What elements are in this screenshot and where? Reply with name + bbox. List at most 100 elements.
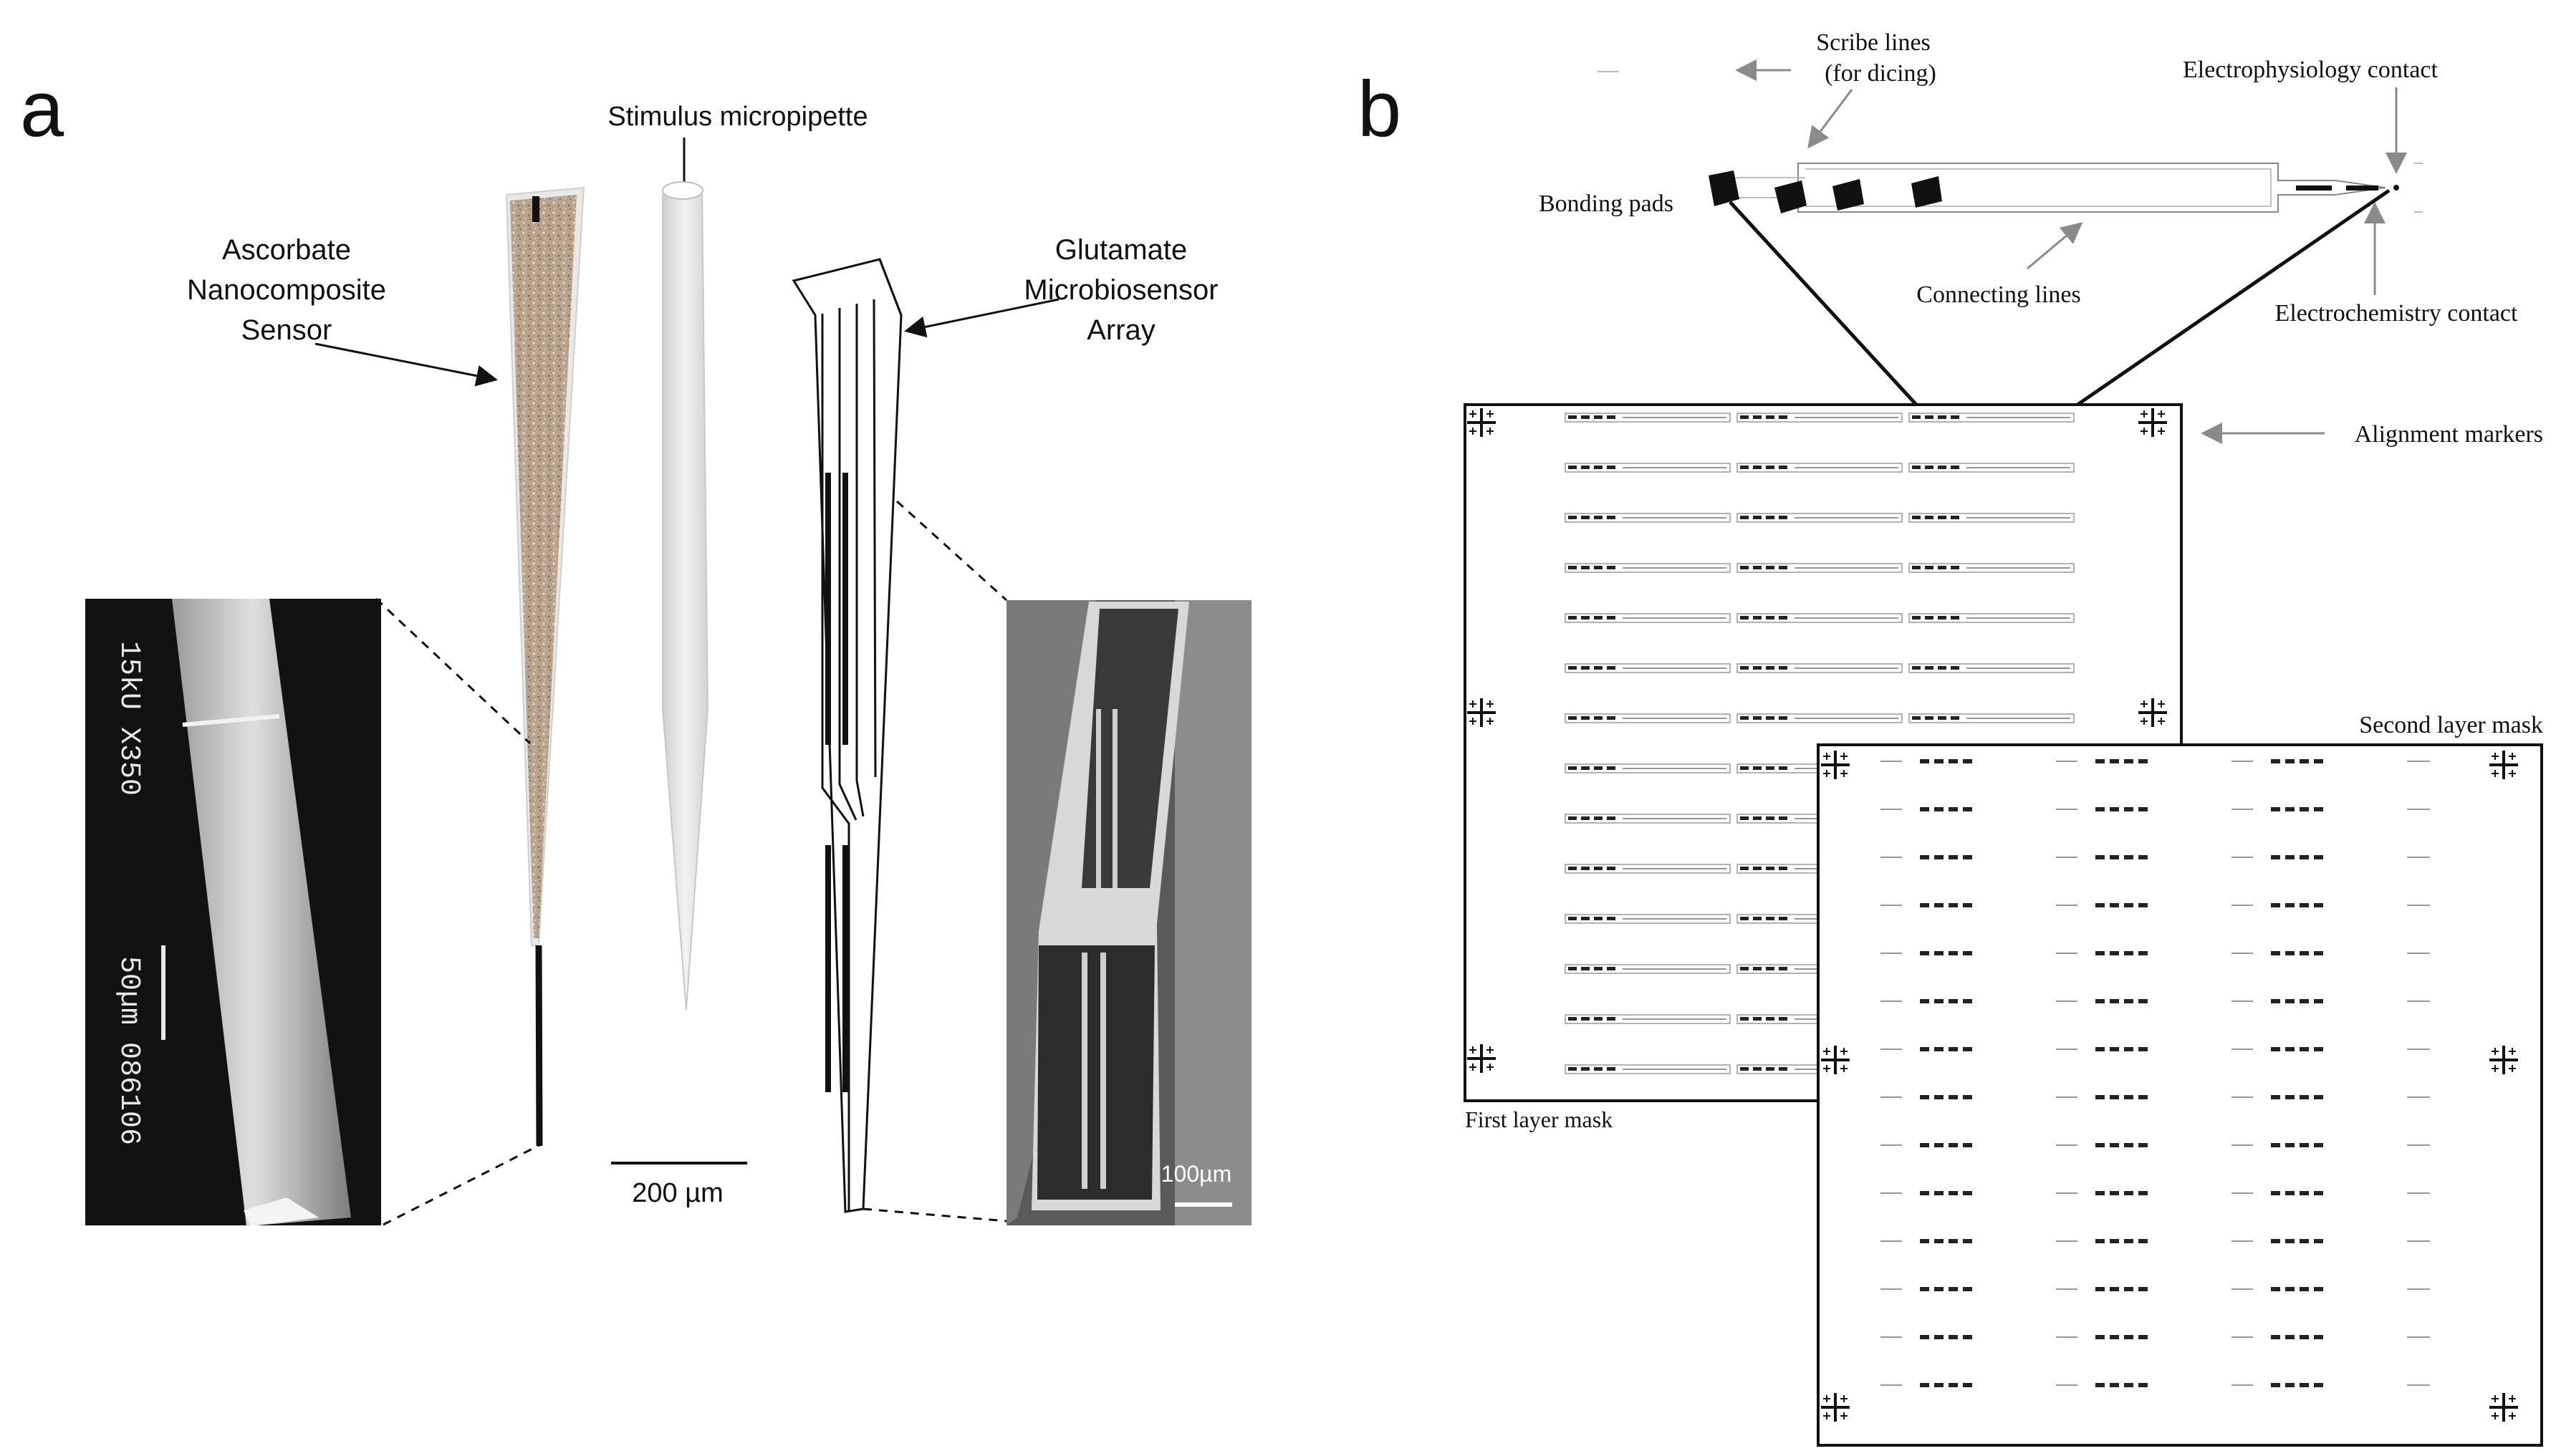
- mask-device-row: [1565, 513, 1731, 523]
- mask-pad-row: [2056, 999, 2148, 1003]
- connecting-arrow: [2027, 222, 2083, 270]
- mask-pad-row: [2056, 1383, 2148, 1387]
- mask-device-row: [1908, 413, 2075, 423]
- first-mask-label: First layer mask: [1465, 1107, 1613, 1132]
- mask-device-row: [1736, 713, 1903, 723]
- mask-pad-row: [2056, 951, 2148, 955]
- second-layer-mask: [1817, 743, 2543, 1447]
- sem-right-scale-label: 100µm: [1161, 1161, 1231, 1187]
- ascorbate-sensor: [505, 186, 585, 1147]
- alignment-marker-icon: [2489, 1393, 2518, 1422]
- mask-pad-row: [2231, 1239, 2323, 1243]
- stimulus-label: Stimulus micropipette: [607, 102, 868, 132]
- glutamate-arrow: [904, 298, 1060, 338]
- alignment-marker-icon: [2138, 698, 2167, 727]
- mask-pad-row: [2056, 1047, 2148, 1051]
- mask-pad-row: [2231, 1047, 2323, 1051]
- mask-pad-row: [1880, 1383, 1972, 1387]
- mask-device-row: [1908, 663, 2075, 673]
- mask-pad-row: [2231, 855, 2323, 859]
- mask-device-row: [1565, 713, 1731, 723]
- electrochem-label: Electrochemistry contact: [2275, 300, 2518, 327]
- mask-pad-row: [1880, 759, 1972, 763]
- mask-pad-row: [2231, 1143, 2323, 1147]
- bonding-pads: [1709, 170, 1942, 213]
- alignment-marker-icon: [1821, 751, 1850, 779]
- panel-a: a Stimulus micropipette Ascorbate Nanoco…: [20, 65, 1251, 1226]
- mask-device-row: [1908, 613, 2075, 623]
- mask-device-row: [1736, 513, 1903, 523]
- mask-pad-row: [1880, 903, 1972, 907]
- mask-pad-row: [2056, 1287, 2148, 1291]
- mask-pad-row: [1880, 807, 1972, 811]
- mask-pad-row: [1880, 1095, 1972, 1099]
- callout-right-bottom: [863, 1207, 1007, 1223]
- mask-pad-row: [1880, 1335, 1972, 1339]
- mask-device-row: [1736, 413, 1903, 423]
- panel-b-letter: b: [1358, 65, 1401, 153]
- callout-right-top: [895, 500, 1008, 602]
- stimulus-micropipette: [662, 181, 709, 1011]
- alignment-marker-icon: [2138, 408, 2167, 437]
- scribe-arrow-down: [1807, 89, 1853, 149]
- mask-pad-row: [2231, 1191, 2323, 1195]
- mask-device-row: [1565, 663, 1731, 673]
- ascorbate-label-2: Nanocomposite: [187, 274, 386, 306]
- mask-device-row: [1565, 1014, 1731, 1024]
- ascorbate-label-3: Sensor: [241, 314, 332, 346]
- mask-device-row: [1565, 613, 1731, 623]
- glutamate-label-3: Array: [1087, 314, 1156, 346]
- mask-pad-row: [2231, 1095, 2323, 1099]
- mask-pad-row: [2231, 999, 2323, 1003]
- mask-pad-row: [1880, 1143, 1972, 1147]
- bonding-label: Bonding pads: [1539, 191, 1673, 217]
- second-mask-label: Second layer mask: [2359, 712, 2543, 738]
- zoom-line-left: [1729, 201, 1918, 406]
- scale-bar-label: 200 µm: [632, 1178, 724, 1208]
- alignment-label: Alignment markers: [2355, 421, 2543, 448]
- scribe-label-2: (for dicing): [1825, 60, 1936, 87]
- second-mask-rows: [1880, 759, 2430, 1387]
- mask-pad-row: [2231, 903, 2323, 907]
- mask-device-row: [1736, 563, 1903, 573]
- mask-device-row: [1908, 713, 2075, 723]
- mask-device-row: [1565, 463, 1731, 473]
- mask-pad-row: [2056, 903, 2148, 907]
- mask-pad-row: [2231, 1335, 2323, 1339]
- mask-pad-row: [1880, 1287, 1972, 1291]
- sem-left-text-1: 15kU X350: [112, 641, 145, 796]
- scribe-label-1: Scribe lines: [1816, 29, 1931, 56]
- device-layout: [1598, 71, 2423, 213]
- alignment-marker-icon: [1821, 1046, 1850, 1074]
- mask-pad-row: [2056, 1335, 2148, 1339]
- mask-device-row: [1908, 563, 2075, 573]
- mask-device-row: [1565, 864, 1731, 874]
- mask-pad-row: [2056, 1143, 2148, 1147]
- glutamate-array: [792, 258, 903, 1213]
- mask-pad-row: [2231, 1287, 2323, 1291]
- callout-left-bottom: [383, 1143, 542, 1226]
- mask-pad-row: [2056, 855, 2148, 859]
- mask-device-row: [1565, 763, 1731, 773]
- panel-b: b Scribe lines (for dicing) Electrophysi…: [1358, 29, 2543, 1447]
- mask-pad-row: [1880, 1047, 1972, 1051]
- alignment-marker-icon: [1467, 408, 1496, 437]
- first-mask-markers: [1467, 408, 2167, 1073]
- mask-device-row: [1736, 463, 1903, 473]
- ascorbate-label-1: Ascorbate: [222, 234, 351, 266]
- alignment-marker-icon: [1467, 698, 1496, 727]
- mask-pad-row: [1880, 855, 1972, 859]
- alignment-marker-icon: [2489, 751, 2518, 779]
- alignment-marker-icon: [1821, 1393, 1850, 1422]
- mask-device-row: [1908, 463, 2075, 473]
- ascorbate-arrow: [314, 342, 498, 387]
- sem-image-right: 100µm: [1006, 600, 1251, 1225]
- mask-device-row: [1736, 663, 1903, 673]
- zoom-line-right: [2076, 188, 2391, 407]
- panel-a-letter: a: [20, 65, 64, 153]
- mask-device-row: [1565, 914, 1731, 924]
- electrophys-label: Electrophysiology contact: [2183, 57, 2439, 83]
- mask-pad-row: [2056, 1095, 2148, 1099]
- second-mask-markers: [1821, 751, 2518, 1422]
